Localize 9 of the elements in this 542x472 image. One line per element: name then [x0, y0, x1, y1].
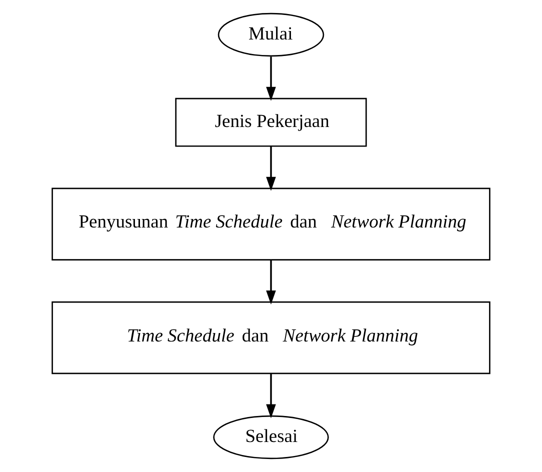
node-box: Penyusunan Time Schedule dan Network Planning: [52, 188, 490, 260]
arrow: [266, 56, 276, 101]
arrow: [266, 146, 276, 191]
arrow: [266, 373, 276, 418]
node-ellipse: Selesai: [213, 415, 329, 460]
arrow: [266, 260, 276, 305]
node-ellipse: Mulai: [218, 12, 324, 57]
node-box: Jenis Pekerjaan: [175, 98, 367, 147]
node-box: Time Schedule dan Network Planning: [52, 301, 490, 374]
